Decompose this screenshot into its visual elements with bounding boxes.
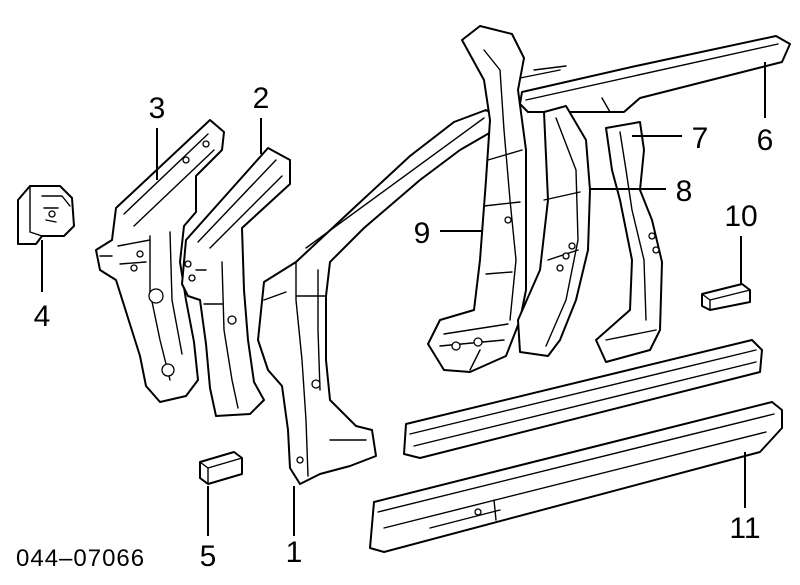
part-1-front-body-pillar xyxy=(257,109,499,485)
rocker-inner-panel xyxy=(403,339,763,459)
callout-1: 1 xyxy=(286,536,303,569)
part-6-roof-side-rail xyxy=(519,35,791,113)
callout-2: 2 xyxy=(253,82,270,115)
part-11-rocker-outer-panel xyxy=(369,401,783,553)
part-2-inner-front-pillar xyxy=(181,147,291,417)
figure-code: 044–07066 xyxy=(16,545,145,572)
callout-5: 5 xyxy=(200,540,217,573)
part-7-rear-pillar xyxy=(595,121,663,363)
callout-10: 10 xyxy=(724,200,757,233)
callout-4: 4 xyxy=(34,300,51,333)
part-5-block xyxy=(199,451,243,485)
callout-3: 3 xyxy=(149,92,166,125)
callout-11: 11 xyxy=(729,512,760,545)
part-8-quarter-inner-panel xyxy=(517,105,591,357)
callout-7: 7 xyxy=(692,122,709,155)
callout-8: 8 xyxy=(676,175,693,208)
part-9-center-pillar xyxy=(427,25,527,373)
part-4-bracket xyxy=(17,185,75,245)
part-10-block xyxy=(701,283,751,311)
callout-9: 9 xyxy=(414,217,431,250)
part-3-pillar-reinforcement xyxy=(95,119,225,403)
callout-6: 6 xyxy=(757,124,774,157)
